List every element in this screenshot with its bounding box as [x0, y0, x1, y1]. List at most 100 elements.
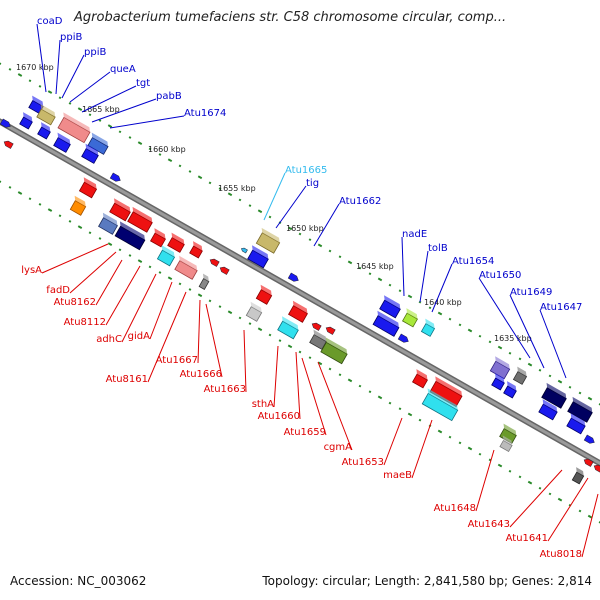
gene-block — [69, 195, 87, 216]
ruler-tick — [188, 288, 192, 291]
gene-label[interactable]: Atu1647 — [540, 302, 582, 313]
ruler-label: 1640 kbp — [424, 298, 462, 307]
gene-arrow — [219, 266, 230, 275]
gene-label[interactable]: Atu1659 — [284, 427, 326, 438]
gene-label[interactable]: Atu1667 — [156, 355, 198, 366]
gene-label[interactable]: Atu1654 — [452, 256, 494, 267]
leader-line — [105, 265, 141, 326]
gene-label[interactable]: Atu1665 — [285, 165, 327, 176]
ruler-tick — [128, 254, 132, 257]
ruler-tick — [478, 452, 482, 456]
ruler-tick — [587, 396, 593, 401]
leader-line — [301, 357, 327, 436]
gene-label[interactable]: Atu1653 — [342, 457, 384, 468]
gene-label[interactable]: Atu1666 — [180, 369, 222, 380]
gene-block — [53, 132, 71, 153]
ruler-tick — [238, 316, 242, 320]
gene-label[interactable]: Atu1662 — [339, 196, 381, 207]
gene-block — [198, 273, 210, 290]
ruler-tick — [238, 198, 242, 202]
ruler-tick — [488, 340, 492, 344]
gene-label[interactable]: gidA — [128, 331, 150, 342]
ruler-tick — [128, 136, 132, 139]
gene-label[interactable]: Atu1674 — [184, 108, 226, 119]
ruler-label: 1665 kbp — [82, 105, 120, 114]
ruler-tick — [418, 418, 422, 422]
gene-label[interactable]: Atu1641 — [506, 533, 548, 544]
ruler-tick — [587, 514, 593, 519]
ruler-tick — [197, 175, 203, 180]
gene-arrow — [583, 434, 595, 444]
gene-label[interactable]: maeB — [383, 470, 412, 481]
gene-label[interactable]: adhC — [96, 334, 122, 345]
gene-label[interactable]: Atu1663 — [204, 384, 246, 395]
gene-label[interactable]: Atu8162 — [54, 297, 96, 308]
ruler-tick — [317, 361, 323, 366]
gene-label[interactable]: tolB — [428, 243, 448, 254]
ruler-tick — [68, 102, 72, 105]
ruler-tick — [377, 395, 383, 400]
gene-arrow — [3, 140, 14, 149]
ruler-tick — [287, 226, 293, 231]
ruler-tick — [137, 259, 143, 264]
ruler-label: 1650 kbp — [286, 224, 324, 233]
ruler-tick — [268, 333, 272, 337]
gene-label[interactable]: tig — [306, 178, 319, 189]
gene-label[interactable]: Atu1660 — [258, 411, 300, 422]
leader-line — [243, 329, 247, 393]
gene-label[interactable]: lysA — [21, 265, 42, 276]
ruler-tick — [17, 73, 23, 77]
ruler-tick — [8, 67, 12, 71]
ruler-tick — [548, 492, 552, 496]
gene-label[interactable]: coaD — [37, 16, 63, 27]
leader-line — [81, 85, 137, 113]
gene-label[interactable]: cgmA — [324, 442, 353, 453]
gene-label[interactable]: Atu8112 — [64, 317, 106, 328]
ruler-tick — [398, 407, 402, 411]
gene-label[interactable]: Atu1649 — [510, 287, 552, 298]
gene-label[interactable]: ppiB — [60, 32, 82, 43]
gene-label[interactable]: pabB — [156, 91, 182, 102]
gene-label[interactable]: Atu8161 — [106, 374, 148, 385]
ruler-tick — [508, 469, 512, 473]
leader-line — [509, 294, 545, 369]
gene-block — [512, 366, 528, 385]
gene-label[interactable]: ppiB — [84, 47, 106, 58]
ruler-tick — [407, 294, 413, 299]
ruler-tick — [107, 124, 113, 128]
gene-label[interactable]: Atu1648 — [434, 503, 476, 514]
leader-line — [95, 259, 123, 306]
ruler-tick — [257, 327, 263, 332]
gene-label[interactable]: Atu1643 — [468, 519, 510, 530]
gene-block — [127, 206, 153, 233]
gene-label[interactable]: queA — [110, 64, 136, 75]
ruler-tick — [58, 214, 62, 218]
gene-label[interactable]: fadD — [46, 285, 70, 296]
leader-line — [411, 419, 433, 479]
ruler-tick — [248, 322, 252, 325]
ruler-tick — [557, 497, 563, 502]
ruler-label: 1645 kbp — [356, 262, 394, 271]
leader-line — [41, 243, 109, 274]
leader-line — [275, 185, 307, 229]
gene-label[interactable]: tgt — [136, 78, 150, 89]
gene-label[interactable]: Atu8018 — [540, 549, 582, 560]
ruler-tick — [508, 351, 512, 355]
gene-label[interactable]: Atu1650 — [479, 270, 521, 281]
gene-block — [150, 228, 166, 248]
ruler-tick — [388, 283, 392, 287]
ruler-tick — [458, 323, 462, 327]
ruler-tick — [197, 293, 203, 298]
gene-block — [571, 467, 585, 485]
gene-block — [57, 112, 91, 144]
ruler-tick — [458, 441, 462, 445]
topology-summary: Topology: circular; Length: 2,841,580 bp… — [262, 574, 592, 588]
gene-label[interactable]: nadE — [402, 229, 427, 240]
ruler-tick — [178, 282, 182, 286]
leader-line — [273, 345, 279, 408]
gene-label[interactable]: sthA — [252, 399, 274, 410]
ruler-tick — [28, 197, 32, 201]
ruler-tick — [38, 203, 42, 206]
